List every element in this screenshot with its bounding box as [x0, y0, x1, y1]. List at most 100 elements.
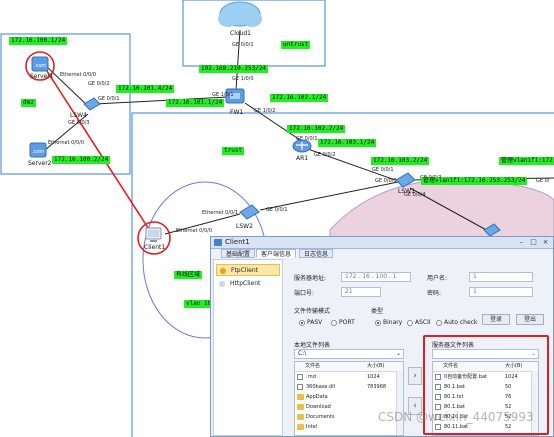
local-path-select[interactable]: C:\ ⌄: [294, 349, 404, 359]
label-zone-trust: trust: [222, 147, 245, 155]
chevron-down-icon: ⌄: [395, 350, 401, 357]
list-item-ftpclient[interactable]: FtpClient: [216, 264, 280, 276]
svg-text:.com: .com: [32, 149, 44, 155]
port-input[interactable]: 21: [341, 287, 381, 297]
cloud-icon[interactable]: [218, 1, 262, 27]
port-cloud-ge001: GE 0/0/1: [232, 42, 254, 48]
port-lsw2-ge001: GE 0/0/1: [266, 207, 288, 213]
device-name-fw1: FW1: [230, 109, 244, 116]
tab-client-info[interactable]: 客户端信息: [256, 249, 297, 258]
pasv-radio[interactable]: [299, 320, 305, 326]
server-file-name: 80.1.bat: [444, 404, 465, 410]
http-client-icon: [219, 281, 225, 287]
server-address-input[interactable]: 172 . 16 . 100 . 1: [341, 272, 411, 282]
server-col-filename: 文件名: [443, 363, 459, 369]
username-input[interactable]: 1: [469, 272, 533, 282]
label-server-net: 172.16.100.1/24: [9, 37, 68, 45]
password-input[interactable]: 1: [469, 287, 533, 297]
password-label: 密码:: [427, 290, 442, 297]
local-file-size: 783968: [367, 384, 387, 390]
file-checkbox[interactable]: [435, 414, 441, 420]
label-mgmt-vlanif1: 管理vlanif1:172.16.253.253/24: [421, 177, 528, 185]
list-item-httpclient[interactable]: HttpClient: [216, 278, 280, 290]
folder-icon: [297, 394, 304, 400]
file-checkbox[interactable]: [435, 404, 441, 410]
local-file-list-header: 文件名 大小(B): [295, 362, 403, 372]
local-file-name: AppData: [306, 394, 328, 400]
server-file-name: 80.11.bat: [444, 424, 469, 430]
tab-log-info[interactable]: 日志信息: [299, 249, 334, 258]
switch-lsw2-icon[interactable]: [239, 204, 260, 220]
label-ar1-fw-ip: 172.16.102.2/24: [287, 125, 346, 133]
server1-icon[interactable]: .com: [31, 56, 49, 72]
port-radio[interactable]: [331, 320, 337, 326]
trust-zone-box: [131, 112, 554, 437]
label-fw-cloud-ip: 192.168.210.253/24: [199, 65, 269, 73]
port-fw-ge102: GE 1/0/2: [254, 108, 276, 114]
device-name-ar1: AR1: [296, 155, 309, 162]
login-button[interactable]: 登录: [482, 314, 510, 325]
server-path-select[interactable]: ⌄: [432, 349, 539, 359]
label-lsw4-fw-ip: 172.16.101.4/24: [116, 85, 175, 93]
client1-highlight: [137, 221, 171, 255]
server2-icon[interactable]: .com: [29, 142, 47, 158]
server-list-scrollbar[interactable]: [531, 371, 538, 435]
server1-highlight: [25, 51, 55, 81]
port-lsw2-eth001: Ethernet 0/0/1: [202, 210, 239, 216]
download-arrow-button[interactable]: ‹: [408, 397, 422, 415]
logout-button[interactable]: 登出: [516, 314, 544, 325]
file-checkbox[interactable]: [297, 384, 303, 390]
ascii-radio[interactable]: [407, 320, 413, 326]
switch-lsw1-icon[interactable]: [395, 172, 416, 188]
autocheck-radio[interactable]: [436, 320, 442, 326]
port-lsw4-ge003: GE 0/0/3: [68, 120, 90, 126]
close-icon[interactable]: ×: [542, 238, 549, 246]
file-checkbox[interactable]: [435, 374, 441, 380]
ip-octet-4: 1: [392, 273, 397, 280]
local-file-row[interactable]: Intel: [295, 423, 403, 432]
file-checkbox[interactable]: [297, 374, 303, 380]
local-file-row[interactable]: AppData: [295, 393, 403, 402]
port-lsw1-ge001: GE 0/0/1: [372, 167, 394, 173]
local-list-scrollbar[interactable]: [396, 371, 403, 435]
file-checkbox[interactable]: [435, 424, 441, 430]
file-checkbox[interactable]: [435, 384, 441, 390]
port-server2-eth: Ethernet 0/0/0: [48, 140, 85, 146]
port-right-ge: GE 0/: [536, 178, 550, 184]
binary-radio[interactable]: [375, 320, 381, 326]
router-icon[interactable]: [292, 139, 312, 153]
upload-arrow-button[interactable]: ›: [408, 367, 422, 385]
ip-octet-1: 172: [345, 273, 357, 280]
label-zone-untrust: untrust: [281, 41, 311, 49]
link-lsw2-lsw1: [259, 181, 399, 211]
server-file-size: 1024: [505, 374, 518, 380]
device-name-lsw1: LSW1: [398, 188, 415, 195]
label-fw-ar1-ip: 172.16.102.1/24: [270, 94, 329, 102]
ftp-client-label: FtpClient: [231, 267, 258, 274]
local-file-row[interactable]: Download: [295, 403, 403, 412]
file-checkbox[interactable]: [435, 394, 441, 400]
firewall-icon[interactable]: [225, 88, 245, 104]
tab-basic-config[interactable]: 基础配置: [221, 249, 256, 258]
autocheck-label: Auto check: [444, 319, 478, 326]
minimize-icon[interactable]: –: [519, 238, 524, 246]
local-file-row[interactable]: Documents: [295, 413, 403, 422]
maximize-icon[interactable]: □: [530, 238, 537, 246]
switch-lsw4-icon[interactable]: [83, 97, 101, 111]
client-window-titlebar[interactable]: Client1 – □ ×: [211, 237, 553, 249]
port-lsw4-ge001: GE 0/0/1: [98, 96, 120, 102]
client-window-title: Client1: [225, 238, 250, 246]
switch-right-icon[interactable]: [483, 223, 501, 237]
client-pc-icon[interactable]: [145, 227, 162, 242]
client-window[interactable]: Client1 – □ × 基础配置 客户端信息 日志信息 FtpClient …: [210, 236, 554, 437]
